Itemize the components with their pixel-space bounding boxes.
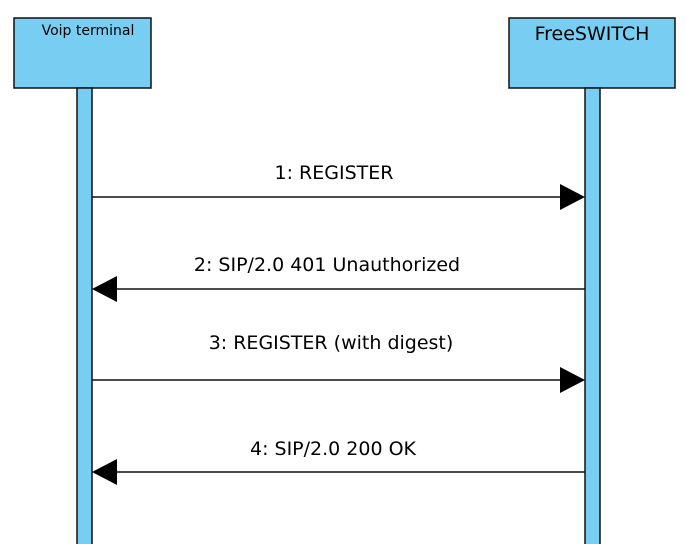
participant-voip-terminal-box (13, 17, 152, 89)
message-3: 3: REGISTER (with digest) (92, 332, 585, 393)
participant-freeswitch-label: FreeSWITCH (535, 23, 650, 45)
message-3-label: 3: REGISTER (with digest) (209, 332, 454, 354)
message-4-arrowhead (92, 459, 117, 485)
message-3-arrowhead (560, 367, 585, 393)
participant-voip-terminal: Voip terminal (13, 17, 152, 89)
message-4: 4: SIP/2.0 200 OK (92, 438, 585, 485)
message-1-label: 1: REGISTER (275, 162, 394, 184)
message-4-label: 4: SIP/2.0 200 OK (250, 438, 417, 460)
message-2: 2: SIP/2.0 401 Unauthorized (92, 254, 585, 302)
lifeline-voip-terminal (76, 87, 93, 544)
participant-freeswitch-box (508, 17, 676, 89)
message-1-arrowhead (560, 184, 585, 210)
message-2-label: 2: SIP/2.0 401 Unauthorized (194, 254, 460, 276)
message-1: 1: REGISTER (92, 162, 585, 210)
participant-freeswitch: FreeSWITCH (508, 17, 676, 89)
participant-voip-terminal-label: Voip terminal (42, 23, 135, 39)
lifeline-freeswitch (584, 87, 601, 544)
message-2-arrowhead (92, 276, 117, 302)
